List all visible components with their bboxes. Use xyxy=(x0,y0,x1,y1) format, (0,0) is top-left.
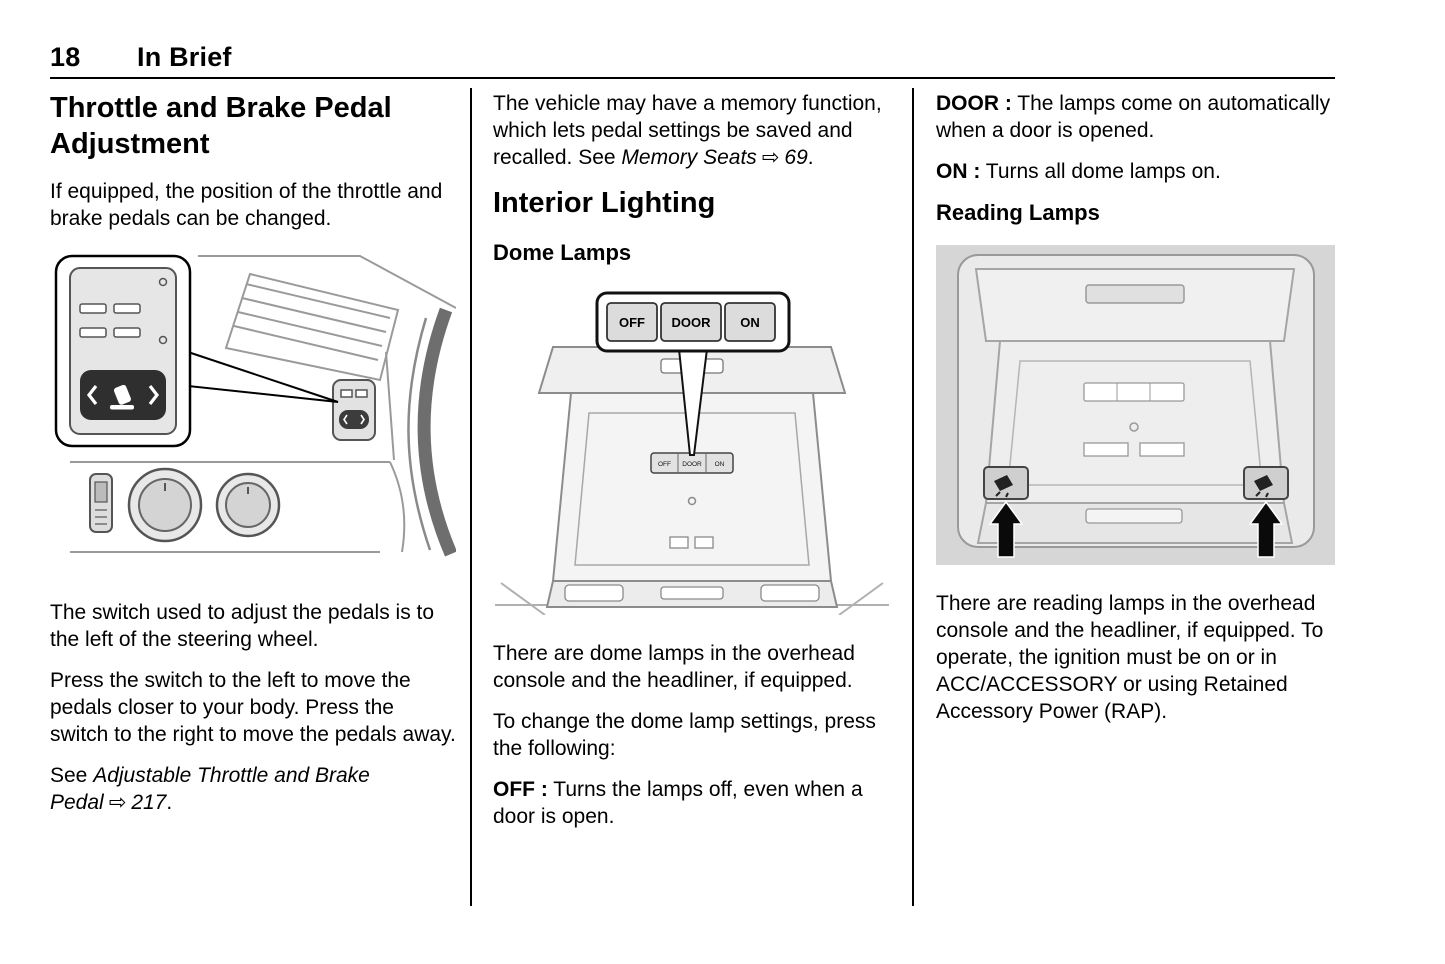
ref-title: Adjustable Throttle and Brake Pedal xyxy=(50,764,370,814)
heading-interior-lighting: Interior Lighting xyxy=(493,187,716,219)
subheading-dome-lamps: Dome Lamps xyxy=(493,240,632,265)
subheading-reading-lamps: Reading Lamps xyxy=(936,200,1100,225)
center-lens xyxy=(660,586,724,600)
memory-ref-arrow-icon: ⇨ xyxy=(761,145,780,169)
pedal-switch-on-dash xyxy=(332,379,376,441)
headlamp-knob xyxy=(127,467,203,543)
para-see-reference: See Adjustable Throttle and Brake Pedal⇨… xyxy=(50,762,456,816)
pedal-switch-callout xyxy=(54,254,192,448)
ref-page-number: 217 xyxy=(131,791,167,814)
reading-lamps-illustration xyxy=(936,245,1335,572)
header-rule xyxy=(50,77,1335,79)
para-reading-lamps: There are reading lamps in the overhead … xyxy=(936,592,1324,723)
definition-on: ON : Turns all dome lamps on. xyxy=(936,158,1335,185)
right-reading-lamp-button xyxy=(1243,466,1289,500)
left-angle-icon xyxy=(86,385,98,405)
panel-door-label: DOOR xyxy=(682,461,702,468)
right-lens xyxy=(760,584,820,602)
dashboard-lines xyxy=(70,255,457,553)
para-pedal-intro: If equipped, the position of the throttl… xyxy=(50,180,443,230)
overhead-console xyxy=(957,254,1315,548)
page-number: 18 xyxy=(50,42,81,72)
para-change-settings: To change the dome lamp settings, press … xyxy=(493,710,876,760)
left-arrow-icon xyxy=(988,500,1024,558)
on-term: ON : xyxy=(936,160,981,183)
door-button-label: DOOR xyxy=(672,315,712,330)
memory-ref-page-number: 69 xyxy=(784,146,808,169)
section-title: In Brief xyxy=(137,42,232,72)
overhead-console: OFF DOOR ON xyxy=(537,346,847,608)
on-description: Turns all dome lamps on. xyxy=(980,160,1221,183)
left-reading-lamp-button xyxy=(983,466,1029,500)
dome-lamps-svg: OFF DOOR ON xyxy=(495,291,889,616)
dome-lamps-illustration: OFF DOOR ON xyxy=(493,285,891,622)
pedal-adjustment-illustration xyxy=(50,252,457,579)
dome-lamp-switch-panel: OFF DOOR ON xyxy=(650,452,734,474)
door-description: The lamps come on automatically when a d… xyxy=(936,92,1331,142)
column-middle: The vehicle may have a memory function, … xyxy=(493,90,891,844)
callout-pointer xyxy=(187,350,339,403)
door-button xyxy=(660,302,722,342)
memory-ref-title: Memory Seats xyxy=(621,146,757,169)
on-button-label: ON xyxy=(740,315,760,330)
ref-arrow-icon: ⇨ xyxy=(108,790,127,814)
column-right: DOOR : The lamps come on automatically w… xyxy=(936,90,1335,739)
pedal-adjust-button xyxy=(80,370,166,420)
door-term: DOOR : xyxy=(936,92,1012,115)
para-switch-location: The switch used to adjust the pedals is … xyxy=(50,601,435,651)
dome-lamp-buttons-callout: OFF DOOR ON xyxy=(595,291,791,353)
headliner-edges xyxy=(495,582,889,616)
page-header: 18 In Brief xyxy=(50,42,232,73)
reading-lamps-svg xyxy=(936,245,1335,565)
right-arrow-icon xyxy=(1248,500,1284,558)
para-memory-function: The vehicle may have a memory function, … xyxy=(493,90,891,171)
left-lens xyxy=(564,584,624,602)
para-dome-lamps: There are dome lamps in the overhead con… xyxy=(493,642,855,692)
column-divider-left xyxy=(470,88,472,906)
column-divider-right xyxy=(912,88,914,906)
console-switch-cluster xyxy=(1083,382,1185,457)
panel-off-label: OFF xyxy=(658,461,671,468)
column-left: Throttle and Brake Pedal Adjustment If e… xyxy=(50,90,457,830)
pedal-adjustment-svg xyxy=(54,254,457,557)
pedal-icon xyxy=(110,384,134,410)
definition-door: DOOR : The lamps come on automatically w… xyxy=(936,90,1335,144)
memory-ref-suffix: . xyxy=(807,146,814,169)
seat-switch-bars xyxy=(79,303,141,338)
reading-lamp-icon xyxy=(994,475,1013,498)
panel-on-label: ON xyxy=(715,461,725,468)
para-switch-usage: Press the switch to the left to move the… xyxy=(50,669,456,746)
right-angle-icon xyxy=(148,385,160,405)
off-description: Turns the lamps off, even when a door is… xyxy=(493,778,863,828)
off-term: OFF : xyxy=(493,778,548,801)
definition-off: OFF : Turns the lamps off, even when a d… xyxy=(493,776,891,830)
ref-prefix: See xyxy=(50,764,94,787)
lower-dash-controls xyxy=(89,467,281,543)
steering-wheel-rim xyxy=(407,307,457,557)
ref-suffix: . xyxy=(166,791,173,814)
off-button xyxy=(606,302,658,342)
on-button xyxy=(724,302,776,342)
dimmer-knob xyxy=(215,472,281,538)
off-button-label: OFF xyxy=(619,315,645,330)
memory-text: The vehicle may have a memory function, … xyxy=(493,92,882,169)
reading-lamp-icon xyxy=(1254,475,1273,498)
heading-throttle-brake-pedal: Throttle and Brake Pedal Adjustment xyxy=(50,92,392,160)
